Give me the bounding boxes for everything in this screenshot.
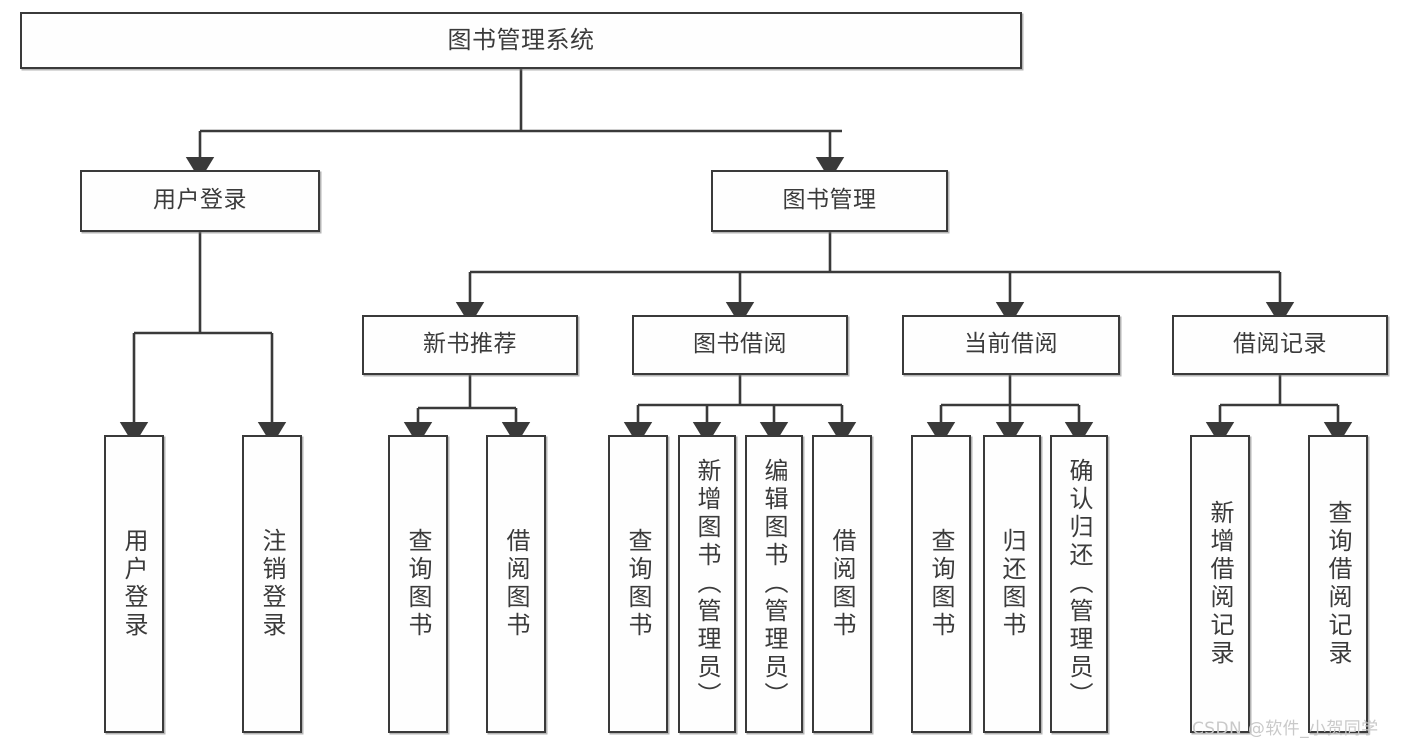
node-label: 当前借阅	[964, 331, 1058, 358]
node-label: 查询图书	[927, 528, 955, 640]
node-new-book-recommend[interactable]: 新书推荐	[362, 315, 578, 375]
leaf-query-book-current[interactable]: 查询图书	[911, 435, 971, 733]
node-label: 确认归还（管理员）	[1065, 458, 1093, 710]
node-label: 图书借阅	[693, 331, 787, 358]
node-label: 查询借阅记录	[1324, 500, 1352, 668]
leaf-query-book-borrow[interactable]: 查询图书	[608, 435, 668, 733]
node-label: 图书管理	[782, 187, 877, 214]
node-label: 用户登录	[153, 187, 247, 214]
node-borrow-record[interactable]: 借阅记录	[1172, 315, 1388, 375]
node-user-login[interactable]: 用户登录	[80, 170, 320, 232]
node-book-borrow[interactable]: 图书借阅	[632, 315, 848, 375]
node-label: 新书推荐	[423, 331, 517, 358]
node-book-management[interactable]: 图书管理	[711, 170, 948, 232]
node-current-borrow[interactable]: 当前借阅	[902, 315, 1120, 375]
leaf-logout[interactable]: 注销登录	[242, 435, 302, 733]
leaf-edit-book-admin[interactable]: 编辑图书（管理员）	[745, 435, 803, 733]
node-label: 归还图书	[998, 528, 1026, 640]
node-label: 借阅图书	[828, 528, 856, 640]
node-label: 新增借阅记录	[1206, 500, 1234, 668]
leaf-add-book-admin[interactable]: 新增图书（管理员）	[678, 435, 736, 733]
leaf-confirm-return-admin[interactable]: 确认归还（管理员）	[1050, 435, 1108, 733]
node-label: 借阅图书	[502, 528, 530, 640]
node-label: 新增图书（管理员）	[693, 458, 721, 710]
node-label: 图书管理系统	[447, 26, 595, 55]
leaf-query-book-recommend[interactable]: 查询图书	[388, 435, 448, 733]
leaf-return-book[interactable]: 归还图书	[983, 435, 1041, 733]
watermark-text: CSDN @软件_小贺同学	[1192, 719, 1379, 739]
leaf-user-login[interactable]: 用户登录	[104, 435, 164, 733]
node-root-system[interactable]: 图书管理系统	[20, 12, 1022, 69]
node-label: 借阅记录	[1233, 331, 1327, 358]
node-label: 用户登录	[120, 528, 148, 640]
node-label: 注销登录	[258, 528, 286, 640]
leaf-borrow-book-recommend[interactable]: 借阅图书	[486, 435, 546, 733]
node-label: 查询图书	[404, 528, 432, 640]
node-label: 编辑图书（管理员）	[760, 458, 788, 710]
node-label: 查询图书	[624, 528, 652, 640]
leaf-borrow-book[interactable]: 借阅图书	[812, 435, 872, 733]
leaf-add-borrow-record[interactable]: 新增借阅记录	[1190, 435, 1250, 733]
leaf-query-borrow-record[interactable]: 查询借阅记录	[1308, 435, 1368, 733]
